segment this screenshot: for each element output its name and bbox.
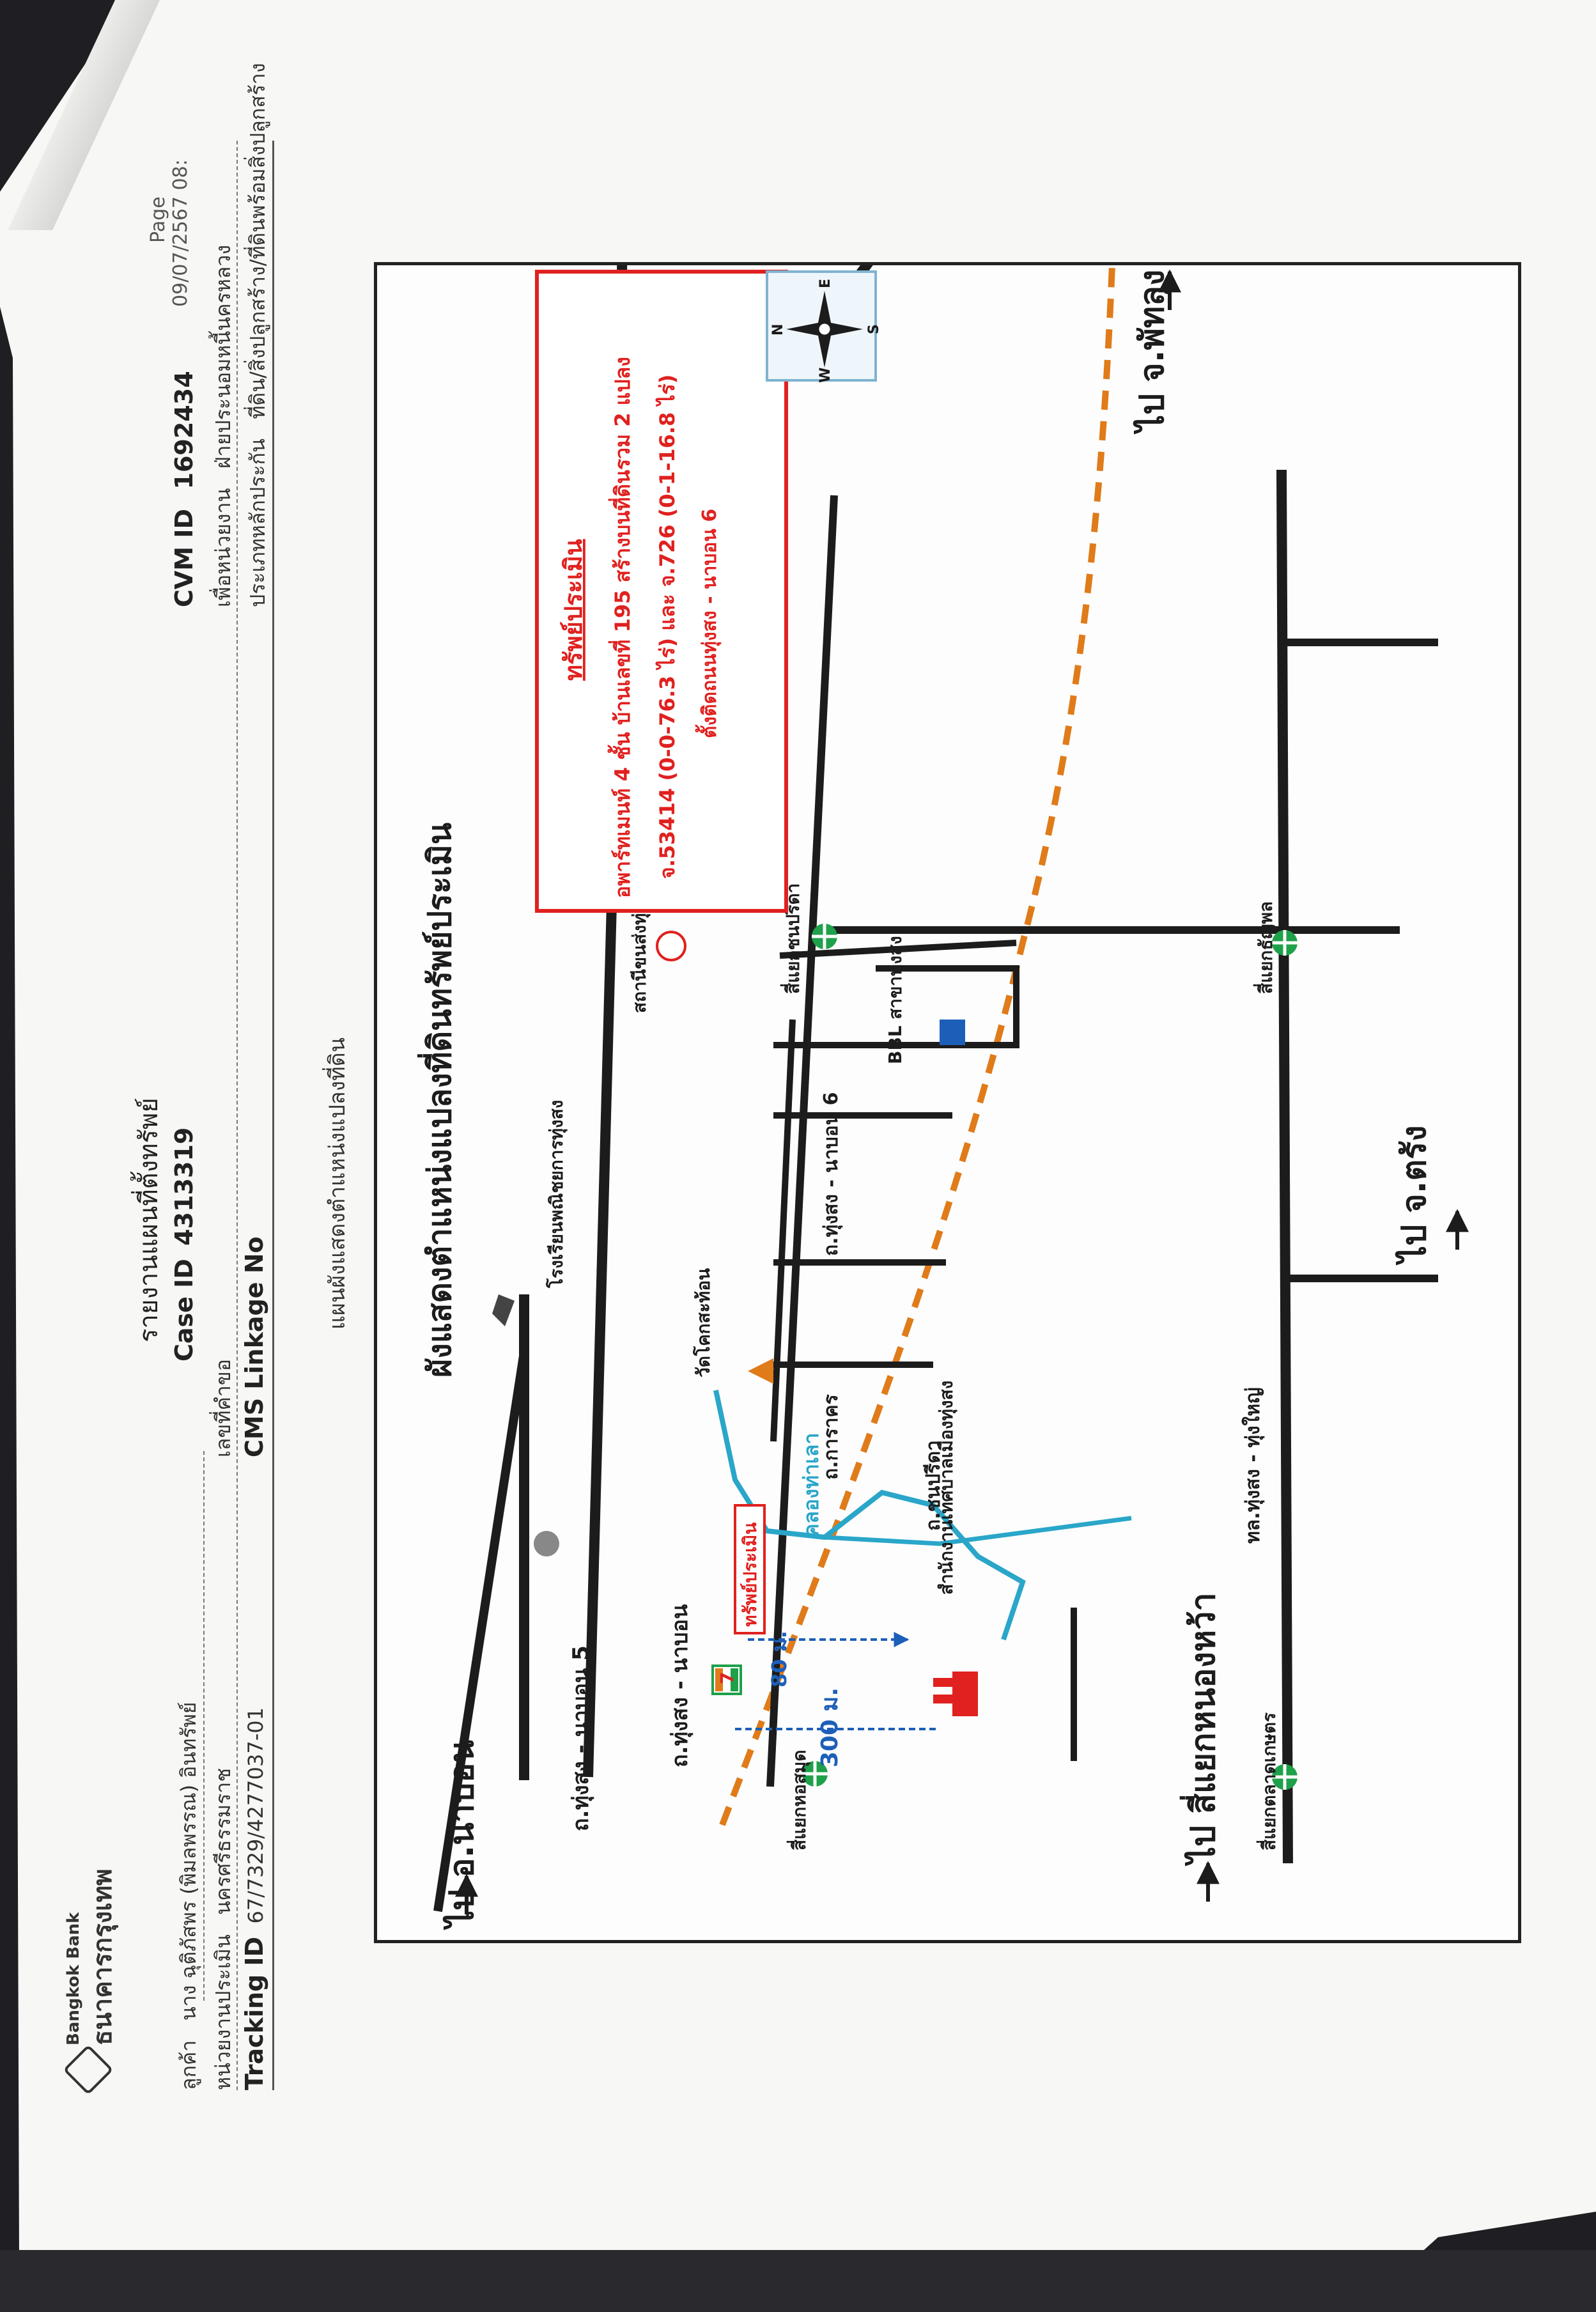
bank-name-th: ธนาคารกรุงเทพ: [88, 1868, 118, 2045]
junction-thanyaphon: [1272, 930, 1298, 956]
label-temple: วัดโคกสะท้อน: [692, 1268, 714, 1377]
tracking-label: Tracking ID: [240, 1936, 268, 2090]
customer-row: ลูกค้า นาง ฉุติภัสพร (พิมลพรรณ) อินทรัพย…: [173, 1702, 205, 2090]
svg-text:7: 7: [717, 1672, 738, 1684]
tracking-row: Tracking ID 67/7329/4277037-01: [240, 1707, 268, 2090]
cms-row: CMS Linkage No: [240, 1236, 268, 1457]
label-bbl: BBL สาขาทุ่งสง: [885, 936, 906, 1064]
case-id-label: Case ID: [170, 1259, 198, 1362]
label-junction-thanyaphon: สี่แยกธัญพล: [1253, 901, 1276, 994]
report-header: Bangkok Bank ธนาคารกรุงเทพ รายงานแผนที่ต…: [51, 63, 288, 2097]
temple-icon: [748, 1358, 773, 1384]
road-to-nabon: [433, 1351, 529, 1912]
unit-label: หน่วยงานประเมิน: [211, 1934, 235, 2090]
request-no-label: เลขที่คำขอ: [211, 1359, 235, 1457]
label-thungsong-nabon: ถ.ทุ่งสง - นาบอน: [667, 1604, 693, 1767]
unit-value: นครศรีธรรมราช: [211, 1767, 235, 1915]
direction-nabon: ไป อ.นาบอน: [442, 1740, 481, 1930]
customer-label: ลูกค้า: [176, 2040, 201, 2090]
collateral-type-row: ประเภทหลักประกัน ที่ดิน/สิ่งปลูกสร้าง/ที…: [242, 63, 274, 607]
property-info-line2: จ.53414 (0-0-76.3 ไร่) และ จ.726 (0-1-16…: [655, 375, 679, 879]
office-icon: [534, 1531, 559, 1556]
scanner-edge: [0, 2250, 1596, 2312]
label-junction-hospital: สี่แยกหอสมุด: [786, 1750, 810, 1851]
direction-nong-wa: ไป สี่แยกหนองหว้า: [1180, 1592, 1223, 1866]
label-highway: ทล.ทุ่งสง - ทุ่งใหญ่: [1241, 1387, 1265, 1544]
print-datetime: 09/07/2567 08:: [169, 159, 192, 307]
case-id-row: Case ID 4313319: [170, 1128, 198, 1362]
label-school: โรงเรียนพณิชยการทุ่งสง: [545, 1100, 568, 1289]
svg-text:W: W: [817, 368, 833, 383]
dim-300-label: 300 ม.: [817, 1687, 843, 1767]
junction-market: [1272, 1764, 1298, 1790]
station-icon: [656, 931, 686, 961]
purpose-unit-row: เพื่อหน่วยงาน ฝ่ายประนอมหนี้นครหลวง: [207, 245, 240, 607]
seven-eleven-icon: 7: [711, 1664, 742, 1695]
property-tag: ทรัพย์ประเมิน: [740, 1523, 761, 1627]
tracking-value: 67/7329/4277037-01: [244, 1707, 268, 1924]
junction-hospital: [802, 1761, 828, 1787]
svg-text:E: E: [817, 279, 833, 288]
canal-tha-lao: [713, 1390, 1026, 1641]
purpose-unit-value: ฝ่ายประนอมหนี้นครหลวง: [211, 245, 235, 469]
report-title: รายงานแผนที่ตั้งทรัพย์: [134, 1098, 164, 1342]
case-id-value: 4313319: [170, 1127, 198, 1246]
request-no-row: เลขที่คำขอ: [207, 1359, 240, 1457]
customer-underline: [203, 1451, 205, 2001]
compass-icon: N S E W: [766, 270, 882, 383]
road-grid-a: [773, 965, 1019, 1048]
bank-logo-icon: [63, 2044, 114, 2095]
svg-text:N: N: [770, 324, 786, 336]
svg-text:S: S: [866, 324, 882, 334]
property-info-line1: อพาร์ทเมนท์ 4 ชั้น บ้านเลขที่ 195 สร้างบ…: [607, 357, 635, 898]
cms-label: CMS Linkage No: [240, 1236, 268, 1457]
label-office: สำนักงานเทศบาลเมืองทุ่งสง: [936, 1381, 957, 1595]
highway-thungsong-thungyai: [1276, 469, 1293, 1864]
dim-80-label: 80 ม.: [767, 1631, 791, 1687]
property-info-box: [535, 270, 788, 913]
school-icon: [492, 1294, 515, 1326]
label-thungsong-nabon5: ถ.ทุ่งสง - นาบอน 5: [568, 1645, 594, 1831]
label-thungsong-nabon6: ถ.ทุ่งสง - นาบอน 6: [820, 1092, 843, 1256]
label-junction-market: สี่แยกตลาดเกษตร: [1256, 1712, 1280, 1850]
collateral-type-label: ประเภทหลักประกัน: [245, 438, 270, 607]
cvm-id-value: 1692434: [170, 371, 198, 490]
header-rule: [272, 141, 274, 2090]
property-info-title: ทรัพย์ประเมิน: [559, 539, 587, 681]
road-karakorn: [770, 1019, 796, 1442]
row2-underline: [236, 141, 238, 2090]
label-canal: คลองท่าเลา: [799, 1433, 823, 1537]
unit-row: หน่วยงานประเมิน นครศรีธรรมราช: [207, 1768, 240, 2090]
customer-value: นาง ฉุติภัสพร (พิมลพรรณ) อินทรัพย์: [176, 1702, 201, 2021]
junction-chonpreeda: [812, 924, 837, 949]
bank-name-en: Bangkok Bank: [64, 1912, 83, 2045]
road-chonpreeda: [766, 495, 838, 1787]
property-info-line3: ตั้งติดถนนทุ่งสง - นาบอน 6: [695, 509, 722, 738]
direction-trang: ไป จ.ตรัง: [1395, 1125, 1434, 1266]
bbl-icon: [940, 1020, 965, 1045]
direction-phatthalung: ไป จ.พัทลุง: [1133, 270, 1173, 435]
cvm-id-row: CVM ID 1692434: [170, 371, 198, 607]
rotated-document: Bangkok Bank ธนาคารกรุงเทพ รายงานแผนที่ต…: [51, 47, 1521, 2097]
cvm-id-label: CVM ID: [170, 508, 198, 607]
page-label: Page: [147, 196, 169, 243]
purpose-unit-label: เพื่อหน่วยงาน: [211, 488, 235, 607]
map-title: ผังแสดงตำแหน่งแปลงที่ดินทรัพย์ประเมิน: [417, 823, 458, 1377]
property-tag-box: [734, 1504, 766, 1634]
collateral-type-value: ที่ดิน/สิ่งปลูกสร้าง/ที่ดินพร้อมสิ่งปลูก…: [245, 63, 270, 419]
label-karakorn: ถ.การาคร: [820, 1394, 842, 1480]
location-map: ผังแสดงตำแหน่งแปลงที่ดินทรัพย์ประเมิน: [374, 47, 1521, 1943]
map-caption: แผนผังแสดงตำแหน่งแปลงที่ดิน: [325, 1037, 350, 1330]
label-chonpreeda: ถ.ชนปรีดา: [922, 1440, 945, 1531]
map-svg: ผังแสดงตำแหน่งแปลงที่ดินทรัพย์ประเมิน: [417, 47, 1469, 1930]
